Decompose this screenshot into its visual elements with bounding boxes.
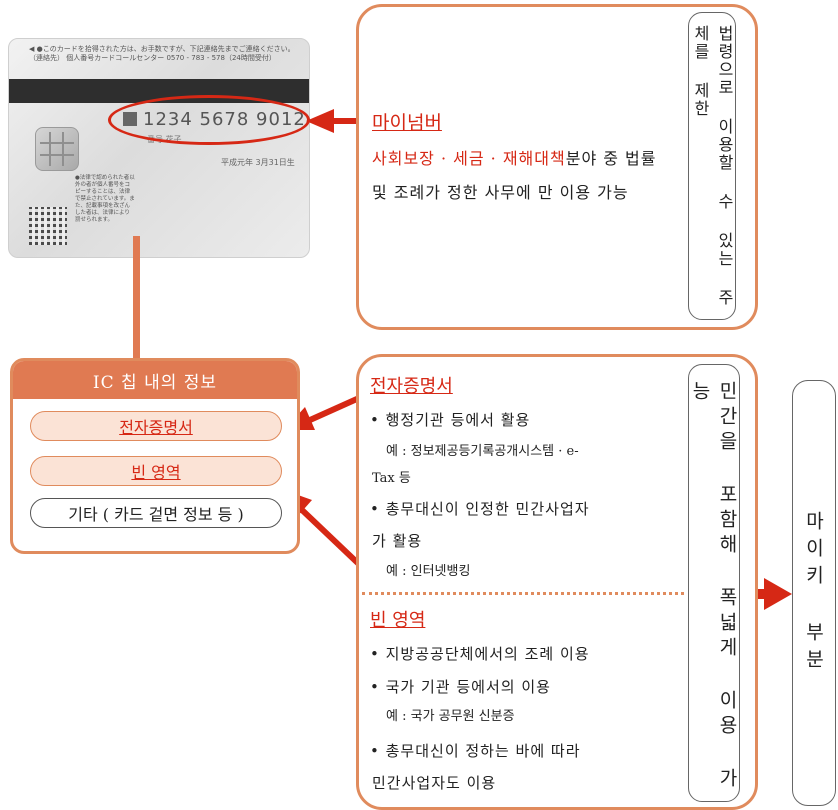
ic-item-other: 기타 ( 카드 겉면 정보 등 ) bbox=[30, 498, 282, 528]
cert-bullet-private-cont: 가 활용 bbox=[372, 532, 423, 550]
card-back-notice: ◀ ●このカードを拾得された方は、お手数ですが、下記連絡先までご連絡ください。 … bbox=[29, 45, 295, 62]
cert-bullet-admin: • 행정기관 등에서 활용 bbox=[370, 411, 531, 429]
mynumber-label: 마이넘버 bbox=[372, 112, 442, 134]
ic-chip-icon bbox=[35, 127, 79, 171]
card-birth-date: 平成元年 3月31日生 bbox=[221, 158, 295, 167]
empty-example-id: 예 : 국가 공무원 신분증 bbox=[386, 709, 515, 724]
private-use-label-box: 민간을 포함해 폭넓게 이용 가능 bbox=[688, 364, 740, 802]
mykey-label: 마이키 부분 bbox=[802, 510, 825, 676]
mykey-arrow-head bbox=[764, 578, 792, 610]
empty-bullet-local: • 지방공공단체에서의 조례 이용 bbox=[370, 645, 590, 663]
empty-bullet-national: • 국가 기관 등에서의 이용 bbox=[370, 678, 551, 696]
card-legal-notice: ●法律で認められた者以外の者が個人番号をコピーすることは、法律で禁止されています… bbox=[75, 175, 135, 223]
mynumber-fields: 사회보장 · 세금 · 재해대책 bbox=[372, 149, 566, 168]
cert-section-title: 전자증명서 bbox=[370, 376, 453, 397]
ic-item-empty-area: 빈 영역 bbox=[30, 456, 282, 486]
empty-bullet-private: • 총무대신이 정하는 바에 따라 bbox=[370, 742, 581, 760]
restriction-label-box: 법령으로 이용할 수 있는 주체를 제한 bbox=[688, 12, 736, 320]
ic-chip-info-box: IC 칩 내의 정보 전자증명서 빈 영역 기타 ( 카드 겉면 정보 등 ) bbox=[10, 358, 300, 554]
mynumber-usage: 분야 중 법률 및 조례가 정한 사무에 만 이용 가능 bbox=[372, 149, 657, 202]
private-use-label: 민간을 포함해 폭넓게 이용 가능 bbox=[689, 381, 738, 793]
mykey-box: 마이키 부분 bbox=[792, 380, 836, 806]
card-to-ic-connector bbox=[133, 236, 140, 360]
ic-box-title: IC 칩 내의 정보 bbox=[13, 361, 297, 399]
mynumber-description: 사회보장 · 세금 · 재해대책분야 중 법률 및 조례가 정한 사무에 만 이… bbox=[372, 142, 672, 210]
cert-example-admin: 예 : 정보제공등기록공개시스템 · e- bbox=[386, 444, 579, 459]
qr-code-pattern bbox=[29, 207, 67, 245]
cert-example-admin-cont: Tax 등 bbox=[372, 471, 411, 486]
restriction-label: 법령으로 이용할 수 있는 주체를 제한 bbox=[691, 25, 734, 307]
ic-item-certificate: 전자증명서 bbox=[30, 411, 282, 441]
mynumber-arrow-head bbox=[306, 109, 334, 133]
empty-section-title: 빈 영역 bbox=[370, 610, 426, 631]
empty-bullet-private-cont: 민간사업자도 이용 bbox=[372, 774, 497, 792]
cert-example-banking: 예 : 인터넷뱅킹 bbox=[386, 564, 471, 579]
section-divider bbox=[362, 592, 684, 595]
cert-bullet-private: • 총무대신이 인정한 민간사업자 bbox=[370, 500, 590, 518]
